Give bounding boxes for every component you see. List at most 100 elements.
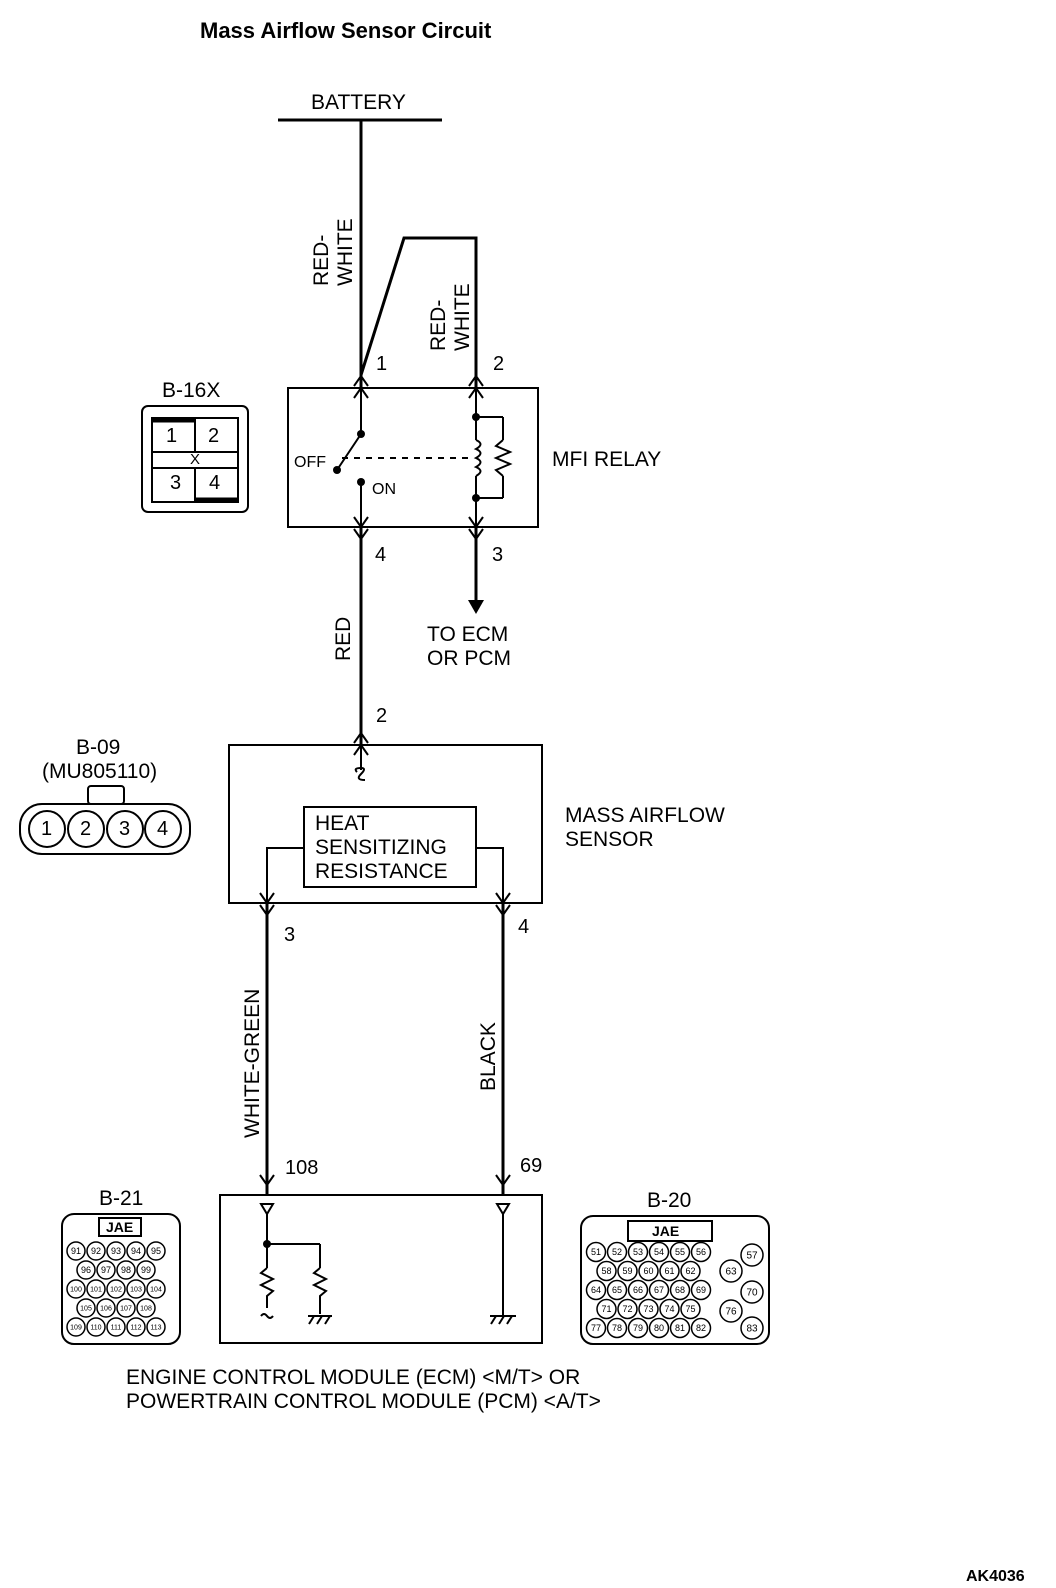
battery-label: BATTERY xyxy=(311,91,406,114)
relay-pin-3: 3 xyxy=(492,544,504,566)
b20-label: B-20 xyxy=(647,1189,692,1212)
b21-pin-101-circle xyxy=(86,1279,106,1299)
b20-pin-66: 66 xyxy=(633,1285,643,1295)
b20-pin-79: 79 xyxy=(633,1323,643,1333)
b21-pin-113: 113 xyxy=(150,1324,161,1331)
b20-pin-53-circle xyxy=(627,1241,649,1263)
b20-pin-75: 75 xyxy=(685,1304,695,1314)
ecm-label-line-2: POWERTRAIN CONTROL MODULE (PCM) <A/T> xyxy=(126,1390,601,1413)
heat-element-line-3: RESISTANCE xyxy=(315,860,448,883)
b20-pin-63-circle xyxy=(719,1259,743,1283)
sensor-name-line-1: MASS AIRFLOW xyxy=(565,804,725,827)
b21-pin-107: 107 xyxy=(120,1305,132,1312)
b09-pin-1: 1 xyxy=(41,818,53,840)
b21-pin-104: 104 xyxy=(150,1286,162,1293)
b21-pin-97: 97 xyxy=(101,1265,111,1275)
b20-pin-62-circle xyxy=(680,1260,701,1282)
b09-part-number: (MU805110) xyxy=(42,760,158,783)
mass-airflow-sensor-box xyxy=(228,744,543,904)
b20-pin-68-circle xyxy=(669,1279,691,1301)
b20-pin-65: 65 xyxy=(612,1285,622,1295)
b20-pin-59-circle xyxy=(617,1260,638,1282)
b16x-pin-2: 2 xyxy=(208,425,220,447)
wire-label-red-white-2: RED- WHITE xyxy=(427,283,474,351)
b09-pin-4: 4 xyxy=(157,818,169,840)
b20-pin-83: 83 xyxy=(746,1324,758,1335)
ecm-box xyxy=(219,1194,543,1344)
b20-pin-72-circle xyxy=(617,1298,638,1320)
b09-label: B-09 xyxy=(76,736,121,759)
b16x-pin-x: X xyxy=(190,451,201,468)
b09-connector-graphic xyxy=(19,785,191,855)
b20-pin-68: 68 xyxy=(675,1285,685,1295)
b21-pin-95-circle xyxy=(146,1241,166,1261)
b16x-pin-3: 3 xyxy=(170,472,182,494)
b20-pin-71: 71 xyxy=(601,1304,611,1314)
b20-pin-56: 56 xyxy=(696,1247,706,1257)
b20-pin-51: 51 xyxy=(591,1247,601,1257)
b20-pin-69: 69 xyxy=(696,1285,706,1295)
b20-pin-80: 80 xyxy=(654,1323,664,1333)
b20-pin-77: 77 xyxy=(591,1323,601,1333)
b20-pin-76-circle xyxy=(719,1299,743,1323)
b09-pin-2: 2 xyxy=(80,818,92,840)
b21-pin-99-circle xyxy=(136,1260,156,1280)
b21-pin-103: 103 xyxy=(130,1286,142,1293)
b20-pin-80-circle xyxy=(648,1317,670,1339)
relay-pin-2: 2 xyxy=(493,353,505,375)
b21-pin-99: 99 xyxy=(141,1265,151,1275)
b21-pin-112-circle xyxy=(126,1317,146,1337)
relay-on-label: ON xyxy=(372,481,396,498)
b20-pin-67-circle xyxy=(648,1279,670,1301)
b20-pin-74-circle xyxy=(659,1298,680,1320)
b21-pin-108: 108 xyxy=(140,1305,152,1312)
to-ecm-line-1: TO ECM xyxy=(427,623,509,646)
relay-coil xyxy=(473,439,482,477)
b20-pin-58: 58 xyxy=(601,1266,611,1276)
sensor-name-line-2: SENSOR xyxy=(565,828,654,851)
b20-pin-66-circle xyxy=(627,1279,649,1301)
b20-brand: JAE xyxy=(652,1223,680,1239)
b21-pin-96: 96 xyxy=(81,1265,91,1275)
figure-code: AK4036 xyxy=(966,1568,1025,1585)
b20-pin-70: 70 xyxy=(746,1288,758,1299)
b21-pin-106: 106 xyxy=(100,1305,112,1312)
b21-connector-graphic xyxy=(61,1213,181,1345)
b20-pin-63: 63 xyxy=(725,1267,737,1278)
b20-pin-56-circle xyxy=(690,1241,712,1263)
b20-pin-78: 78 xyxy=(612,1323,622,1333)
b20-pin-67: 67 xyxy=(654,1285,664,1295)
b21-pin-98: 98 xyxy=(121,1265,131,1275)
sensor-pin-3: 3 xyxy=(284,924,296,946)
b20-pin-55-circle xyxy=(669,1241,691,1263)
b21-pin-96-circle xyxy=(76,1260,96,1280)
b20-pin-83-circle xyxy=(740,1316,764,1340)
b20-pin-57-circle xyxy=(740,1243,764,1267)
b20-pin-75-circle xyxy=(680,1298,701,1320)
b20-pin-81-circle xyxy=(669,1317,691,1339)
to-ecm-arrow xyxy=(468,600,484,614)
b20-pin-58-circle xyxy=(596,1260,617,1282)
b20-pin-54-circle xyxy=(648,1241,670,1263)
sensor-pin-4: 4 xyxy=(518,916,530,938)
b20-pin-82: 82 xyxy=(696,1323,706,1333)
b20-pin-57: 57 xyxy=(746,1251,758,1262)
b21-pin-110-circle xyxy=(86,1317,106,1337)
mfi-relay-box xyxy=(287,387,539,528)
b21-pin-92: 92 xyxy=(91,1246,101,1256)
ecm-pin-69: 69 xyxy=(520,1155,543,1177)
b20-pin-69-circle xyxy=(690,1279,712,1301)
b20-pin-79-circle xyxy=(627,1317,649,1339)
heat-element-line-1: HEAT xyxy=(315,812,370,835)
b21-pin-110: 110 xyxy=(90,1324,101,1331)
b21-pin-91-circle xyxy=(66,1241,86,1261)
relay-pin-1: 1 xyxy=(376,353,388,375)
b21-pin-93-circle xyxy=(106,1241,126,1261)
diagram-title: Mass Airflow Sensor Circuit xyxy=(200,18,492,43)
b16x-connector-graphic xyxy=(141,405,249,513)
wire-label-black: BLACK xyxy=(477,1022,500,1091)
wire-label-white-green: WHITE-GREEN xyxy=(241,988,264,1138)
b20-pin-64: 64 xyxy=(591,1285,601,1295)
b21-pin-100-circle xyxy=(66,1279,86,1299)
b21-pin-109: 109 xyxy=(70,1324,82,1331)
